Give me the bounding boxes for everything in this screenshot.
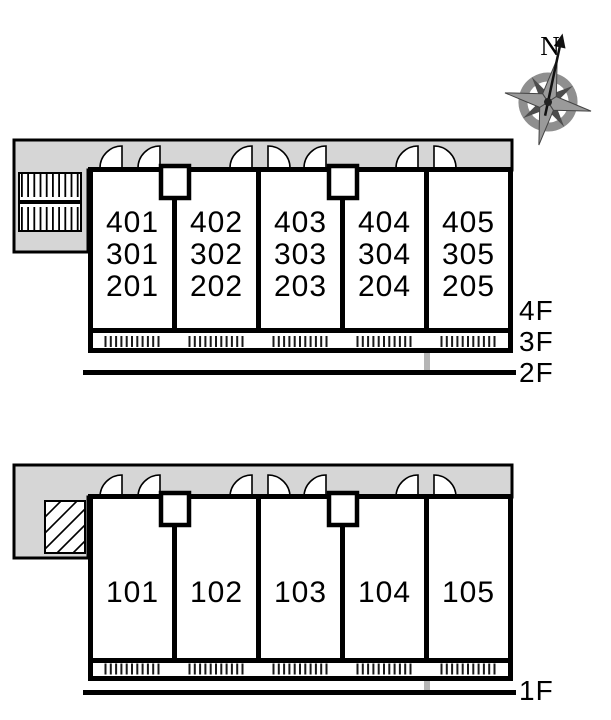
compass-hub xyxy=(544,98,552,106)
room-number: 302 xyxy=(189,238,244,271)
floor-1-edge-line xyxy=(83,690,516,695)
upper-walls xyxy=(83,167,516,375)
room-number: 303 xyxy=(273,238,328,271)
room-number: 204 xyxy=(357,270,412,303)
floor-label-3f: 3F xyxy=(519,326,554,357)
floor-label-2f: 2F xyxy=(519,357,554,388)
compass-arrowhead-icon xyxy=(553,33,566,49)
room-number: 405 xyxy=(441,206,496,239)
lower-staircase-icon xyxy=(44,500,86,554)
unit-room-numbers: 101 xyxy=(93,577,172,609)
room-number: 403 xyxy=(273,206,328,239)
room-number: 203 xyxy=(273,270,328,303)
unit-room-numbers: 403 303 203 xyxy=(261,207,340,303)
room-number: 301 xyxy=(105,238,160,271)
lower-plan xyxy=(12,463,516,695)
room-number: 404 xyxy=(357,206,412,239)
pipe-shaft-box xyxy=(326,163,360,201)
floor-label-1f: 1F xyxy=(519,675,554,706)
unit-room-numbers: 102 xyxy=(177,577,256,609)
unit-room-numbers: 404 304 204 xyxy=(345,207,424,303)
room-number: 104 xyxy=(357,576,412,609)
room-number: 201 xyxy=(105,270,160,303)
unit-room-numbers: 401 301 201 xyxy=(93,207,172,303)
room-number: 305 xyxy=(441,238,496,271)
unit-room-numbers: 405 305 205 xyxy=(429,207,508,303)
room-number: 304 xyxy=(357,238,412,271)
unit-room-numbers: 104 xyxy=(345,577,424,609)
upper-staircase-icon xyxy=(18,172,82,232)
lower-walls xyxy=(83,494,516,695)
room-number: 205 xyxy=(441,270,496,303)
floor-label-4f: 4F xyxy=(519,295,554,326)
room-number: 402 xyxy=(189,206,244,239)
room-number: 105 xyxy=(441,576,496,609)
wall-stub xyxy=(424,353,430,370)
compass-north-label: N xyxy=(540,31,560,61)
room-number: 202 xyxy=(189,270,244,303)
pipe-shaft-box xyxy=(158,163,192,201)
wall-stub xyxy=(424,681,430,690)
pipe-shaft-box xyxy=(158,490,192,528)
floor-2-edge-line xyxy=(83,370,516,375)
compass-rose-icon xyxy=(504,33,592,146)
upper-plan xyxy=(12,138,516,375)
room-number: 103 xyxy=(273,576,328,609)
floor-3-edge-line xyxy=(88,348,513,353)
room-number: 401 xyxy=(105,206,160,239)
unit-room-numbers: 103 xyxy=(261,577,340,609)
unit-room-numbers: 402 302 202 xyxy=(177,207,256,303)
room-number: 102 xyxy=(189,576,244,609)
room-number: 101 xyxy=(105,576,160,609)
balcony-edge-line xyxy=(88,676,513,681)
pipe-shaft-box xyxy=(326,490,360,528)
unit-room-numbers: 105 xyxy=(429,577,508,609)
